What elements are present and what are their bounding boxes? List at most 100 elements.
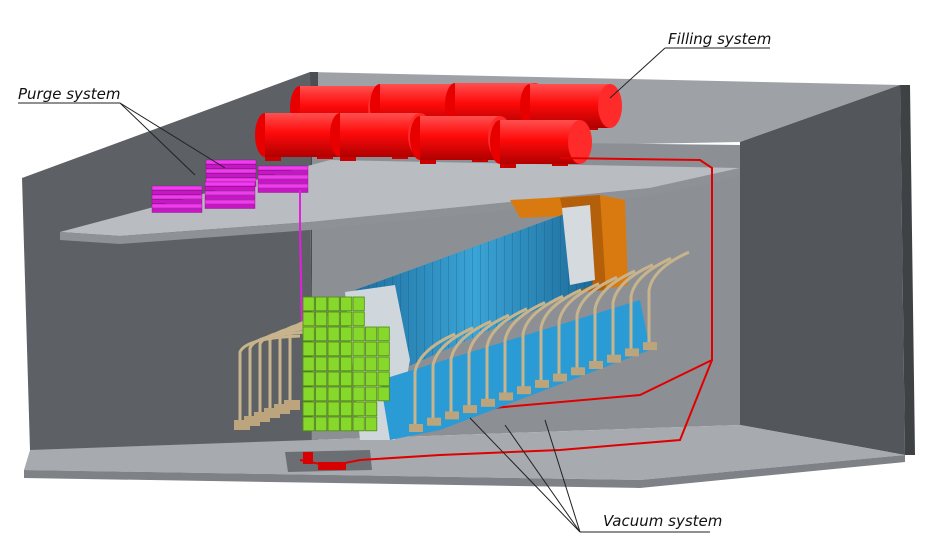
purge-layer <box>205 164 257 169</box>
support-foot <box>481 398 495 407</box>
green-module <box>302 326 315 342</box>
green-module <box>365 341 378 357</box>
purge-layer <box>257 183 309 189</box>
support-foot <box>284 400 300 410</box>
green-module <box>302 341 315 357</box>
purge-layer <box>204 204 256 209</box>
purge-pipe <box>299 190 303 331</box>
green-module <box>365 371 378 387</box>
support-foot <box>264 408 280 418</box>
support-foot <box>535 379 549 388</box>
green-module <box>340 311 353 327</box>
green-module <box>302 371 315 387</box>
tank-body <box>420 116 500 160</box>
green-module <box>327 401 340 417</box>
green-module <box>327 311 340 327</box>
green-module <box>315 341 328 357</box>
purge-layer <box>257 188 309 193</box>
green-module <box>377 341 390 357</box>
purge-layer <box>205 168 257 174</box>
support-arch <box>521 294 564 390</box>
purge-system-label: Purge system <box>18 85 120 103</box>
vacuum-leader <box>544 419 581 533</box>
green-module <box>302 356 315 372</box>
green-module <box>365 401 378 417</box>
support-arch <box>503 301 546 396</box>
green-module <box>327 356 340 372</box>
support-foot <box>445 411 459 420</box>
green-module <box>352 401 365 417</box>
barrel-segments <box>355 212 594 370</box>
purge-layer <box>257 174 309 180</box>
purge-layer <box>151 194 203 200</box>
tank-body <box>500 120 580 164</box>
green-module <box>352 416 365 432</box>
support-foot <box>517 386 531 395</box>
purge-layer <box>205 177 257 183</box>
green-module <box>302 386 315 402</box>
green-module <box>352 341 365 357</box>
purge-layer <box>205 173 257 178</box>
platform-top <box>60 160 740 236</box>
tank-cap <box>568 120 592 164</box>
green-module <box>315 401 328 417</box>
purge-layer <box>257 179 309 184</box>
support-foot <box>427 417 441 426</box>
vacuum-leader <box>469 417 581 533</box>
pump-unit <box>303 452 313 464</box>
vacuum-leader <box>504 424 581 533</box>
support-arch <box>485 307 528 402</box>
purge-leader <box>119 102 196 176</box>
support-foot <box>625 348 639 357</box>
green-module <box>340 386 353 402</box>
green-module <box>315 356 328 372</box>
green-module <box>327 416 340 432</box>
support-foot <box>643 342 657 351</box>
green-module <box>352 371 365 387</box>
green-module <box>315 386 328 402</box>
green-module <box>302 401 315 417</box>
barrel-calorimeter <box>345 205 650 440</box>
tank-body <box>340 113 420 157</box>
green-module <box>340 341 353 357</box>
purge-stack <box>204 181 256 209</box>
support-arch <box>593 269 636 364</box>
purge-layer <box>205 159 257 165</box>
purge-layer <box>151 190 203 195</box>
filling-leader <box>609 47 666 99</box>
green-module <box>352 326 365 342</box>
green-module <box>377 386 390 402</box>
support-foot <box>499 392 513 401</box>
green-module <box>340 401 353 417</box>
support-foot <box>463 405 477 414</box>
support-foot <box>244 416 260 426</box>
purge-layer <box>151 208 203 213</box>
support-foot <box>234 420 250 430</box>
support-foot <box>571 367 585 376</box>
floor <box>24 425 905 480</box>
green-module <box>327 386 340 402</box>
green-module <box>327 341 340 357</box>
green-module <box>327 371 340 387</box>
green-module <box>352 311 365 327</box>
support-arch <box>557 282 600 377</box>
purge-layer <box>151 199 203 204</box>
purge-layer <box>257 165 309 171</box>
support-arch <box>629 257 672 352</box>
purge-stack <box>257 165 309 193</box>
beige-support-lines <box>234 250 690 432</box>
support-arch <box>431 326 474 421</box>
green-module <box>315 371 328 387</box>
purge-layer <box>204 181 256 187</box>
green-module <box>377 371 390 387</box>
support-foot <box>409 424 423 432</box>
green-module <box>302 416 315 432</box>
support-arch <box>467 313 510 409</box>
purge-layer <box>204 199 256 205</box>
filling-tank <box>490 120 592 168</box>
filling-system-label: Filling system <box>668 30 771 48</box>
green-module-wall <box>302 296 390 432</box>
support-foot <box>274 404 290 414</box>
green-module <box>365 326 378 342</box>
